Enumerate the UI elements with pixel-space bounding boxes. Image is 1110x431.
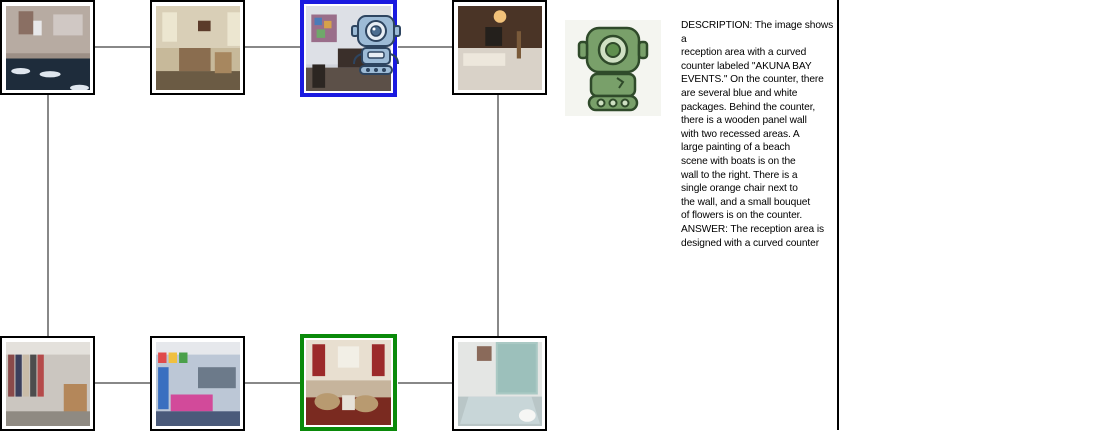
robot-agent-icon <box>351 15 401 75</box>
scene-thumbnail <box>6 6 90 90</box>
scene-thumbnail <box>6 342 90 426</box>
scene-thumbnail <box>156 342 240 426</box>
scene-thumbnail <box>458 6 542 90</box>
description-text: DESCRIPTION: The image shows a reception… <box>681 20 834 249</box>
graph-edge <box>94 382 150 384</box>
scene-thumbnail <box>156 6 240 90</box>
robot-responder-icon <box>577 26 649 112</box>
graph-node-shower[interactable] <box>452 336 547 431</box>
graph-edge <box>94 46 150 48</box>
graph-edge <box>398 382 452 384</box>
graph-node-sitting-room[interactable] <box>300 334 397 431</box>
graph-edge <box>497 94 499 336</box>
graph-edge <box>244 382 300 384</box>
scene-thumbnail <box>306 340 391 425</box>
graph-edge <box>47 94 49 336</box>
vertical-divider <box>837 0 839 430</box>
graph-node-bedroom[interactable] <box>452 0 547 95</box>
scene-thumbnail <box>458 342 542 426</box>
graph-node-living-room[interactable] <box>150 0 245 95</box>
graph-edge <box>398 46 452 48</box>
graph-node-bathroom[interactable] <box>0 0 95 95</box>
responder-avatar <box>565 20 661 116</box>
graph-edge <box>244 46 300 48</box>
graph-node-classroom[interactable] <box>150 336 245 431</box>
graph-node-closet[interactable] <box>0 336 95 431</box>
